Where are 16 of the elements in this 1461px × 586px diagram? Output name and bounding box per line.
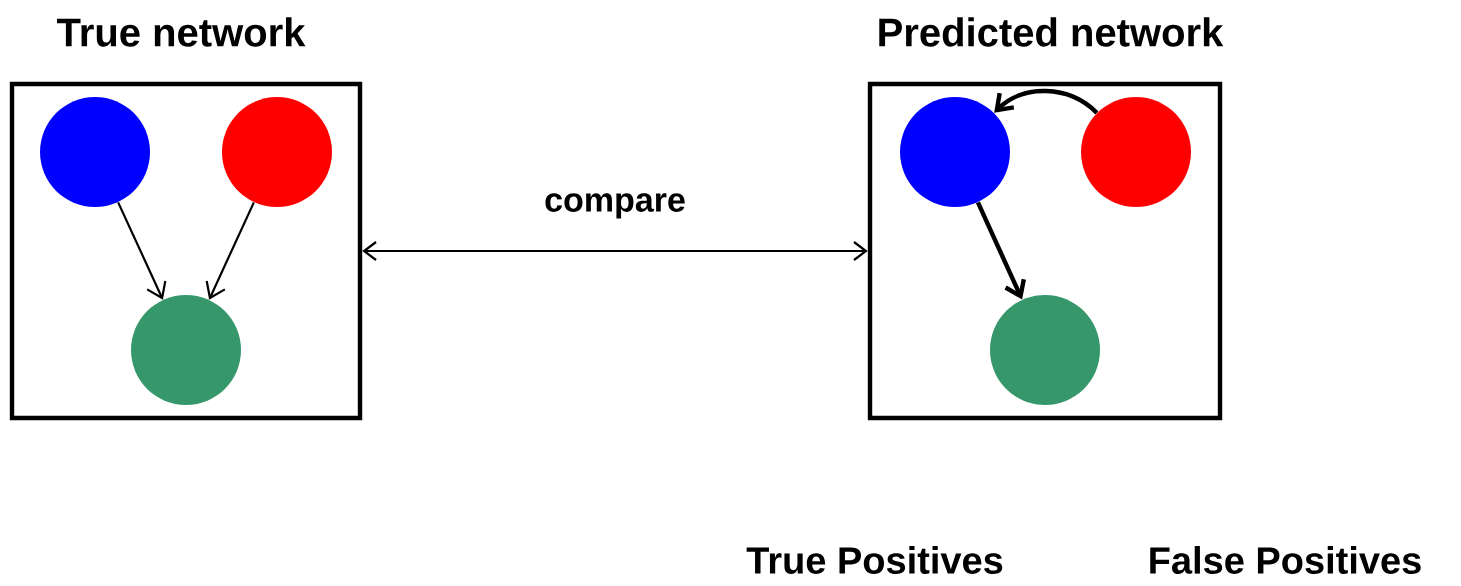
edge-label: compare (540, 189, 690, 223)
circle (1081, 97, 1191, 207)
arrow (362, 241, 868, 261)
circle (990, 295, 1100, 405)
arrow (117, 201, 167, 300)
result-label: True Positives (746, 546, 1003, 574)
circle (222, 97, 332, 207)
arrow (205, 201, 255, 300)
arrow (975, 201, 1026, 300)
arrow (994, 88, 1099, 115)
circle (40, 97, 150, 207)
circle (900, 97, 1010, 207)
result-label: False Positives (1150, 546, 1421, 574)
circle (131, 295, 241, 405)
network-heading: True network (57, 17, 306, 47)
network-heading: Predicted network (879, 17, 1224, 47)
